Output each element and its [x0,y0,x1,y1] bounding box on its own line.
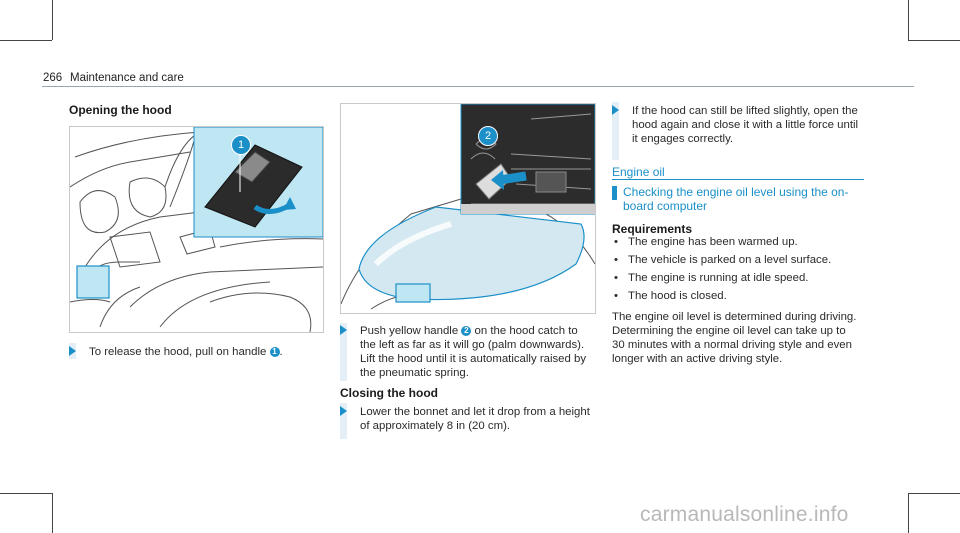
callout-1: 1 [231,135,251,155]
heading-closing-hood: Closing the hood [340,386,438,400]
list-item: • The hood is closed. [614,290,727,302]
section-engine-oil: Engine oil [612,165,665,179]
catch-highlight [395,283,431,303]
header-divider [42,86,914,87]
step-bar [612,102,619,160]
oil-level-paragraph: The engine oil level is determined durin… [612,311,857,365]
interior-illustration [70,127,323,332]
subheading-marker [612,186,617,200]
crop-mark [0,40,52,41]
catch-inset [460,104,595,215]
subheading-check-oil: Checking the engine oil level using the … [623,185,849,213]
page-number: 266 [43,72,63,84]
engine-oil-underline [612,179,864,180]
push-arrow [498,171,527,185]
watermark: carmanualsonline.info [640,503,849,526]
requirements-heading: Requirements [612,222,693,236]
section-title: Maintenance and care [70,72,184,84]
figure-interior-release-handle: 1 [69,126,324,333]
figure-hood-catch: 2 [340,103,596,314]
handle-panel [204,144,303,228]
callout-2-inline: 2 [461,326,472,336]
crop-mark [52,493,53,533]
callout-2: 2 [478,126,498,146]
callout-1-inline: 1 [269,347,280,357]
step-arrow-icon [340,406,347,416]
list-item: • The engine has been warmed up. [614,236,798,248]
heading-opening-hood: Opening the hood [69,103,172,117]
crop-mark [908,40,960,41]
step-bar [340,403,347,439]
crop-mark [908,493,960,494]
list-item: • The vehicle is parked on a level surfa… [614,254,832,266]
crop-mark [908,493,909,533]
crop-mark [0,493,52,494]
step-arrow-icon [612,105,619,115]
step-bar [340,323,347,381]
crop-mark [908,0,909,40]
step-arrow-icon [340,325,347,335]
hood-illustration [341,104,595,310]
crop-mark [52,0,53,40]
highlight-box [76,265,110,299]
list-item: • The engine is running at idle speed. [614,272,809,284]
step-arrow-icon [69,346,76,356]
